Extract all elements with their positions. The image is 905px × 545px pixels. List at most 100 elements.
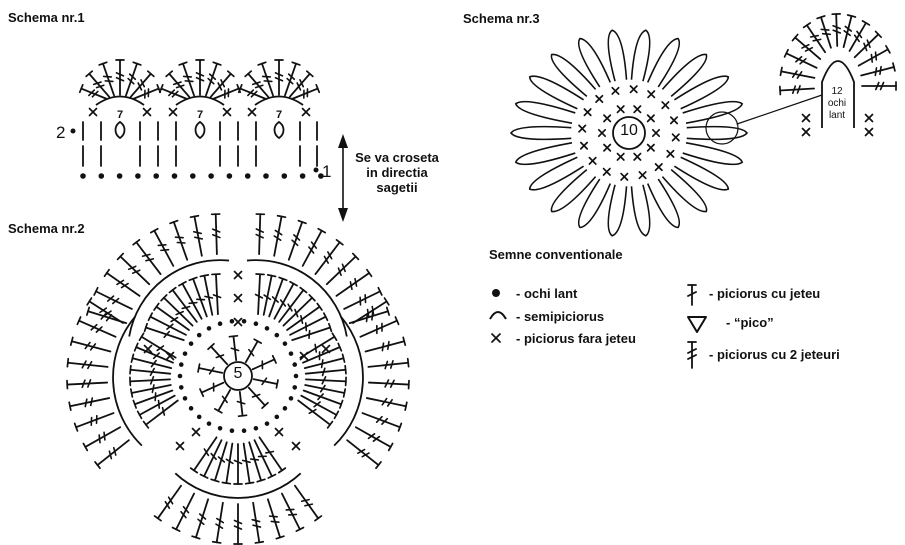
stitch-bar	[874, 51, 878, 61]
stitch-bar	[274, 229, 283, 236]
round2-chain-dot	[188, 341, 194, 346]
stitch-bar	[384, 360, 389, 370]
stitch-bar	[164, 500, 171, 510]
stitch-cap	[333, 410, 340, 420]
stitch-cap	[337, 342, 343, 352]
fan-treble-stitch	[165, 70, 191, 98]
stitch-bar	[172, 81, 182, 86]
fan-treble-stitch	[291, 83, 321, 100]
petal-outer-stitch	[281, 492, 305, 532]
sc-mark	[801, 127, 811, 137]
stitch-post	[268, 277, 284, 318]
stitch-cap	[861, 20, 871, 26]
detail-chain-count: 12	[831, 86, 843, 97]
stitch-post	[779, 87, 815, 92]
stitch-cap	[402, 336, 407, 346]
sc-mark-outer	[578, 124, 587, 133]
stitch-post	[132, 87, 160, 100]
stitch-bar	[820, 28, 830, 31]
foundation-chain-dot	[153, 173, 159, 179]
sc-mark-outer	[588, 156, 597, 165]
stitch-post	[242, 442, 251, 485]
round2-chain-dot	[241, 319, 247, 324]
picot-loop	[273, 120, 285, 140]
foundation-chain-dot	[226, 173, 233, 179]
stitch-post	[367, 381, 410, 386]
round2-chain-dot	[274, 414, 280, 420]
stitch-bar	[157, 399, 161, 409]
sc-stroke	[603, 114, 612, 123]
round2-chain-dot	[229, 319, 235, 324]
legend-label-picot: - “pico”	[726, 315, 774, 330]
petal-outer-stitch	[94, 439, 130, 470]
stitch-post	[299, 335, 336, 359]
foundation-chain-dot	[135, 173, 141, 179]
stitch-post	[145, 399, 179, 426]
stitch-bar	[212, 233, 221, 239]
stitch-post	[215, 273, 219, 316]
stitch-cap	[791, 33, 799, 42]
schema2-diagram	[66, 213, 410, 545]
stitch-bar	[203, 448, 210, 457]
stitch-post	[304, 384, 346, 394]
petal-outer-stitch	[103, 268, 141, 297]
sc-mark	[233, 293, 243, 303]
stitch-bar	[874, 81, 880, 91]
petal-loop	[577, 37, 612, 88]
petal-outer-stitch	[210, 213, 221, 256]
legend-symbols	[489, 284, 707, 369]
petal-loop	[630, 184, 651, 237]
stitch-bar	[170, 316, 179, 323]
stitch-cap	[344, 364, 347, 375]
sc-mark	[88, 107, 98, 117]
sc-mark-outer	[654, 163, 663, 172]
stitch-bar	[99, 307, 108, 314]
stitch-post	[247, 386, 266, 407]
sc-mark	[291, 441, 301, 451]
foundation-chain-dot	[80, 173, 86, 179]
stitch-cap	[199, 388, 205, 398]
stitch-post	[80, 87, 108, 100]
petal-inner-stitch	[168, 286, 198, 323]
sc-stroke	[274, 427, 284, 437]
stitch-post	[138, 394, 176, 416]
stitch-bar	[91, 90, 99, 98]
stitch-post	[133, 389, 174, 406]
detail-fan-stitch	[791, 33, 822, 60]
stitch-post	[848, 22, 867, 52]
stitch-post	[129, 72, 152, 98]
fan-treble-stitch	[98, 61, 115, 97]
row-number-2: 2	[56, 123, 66, 142]
stitch-bar	[291, 239, 299, 247]
round1-stitch	[228, 334, 240, 362]
stitch-bar	[365, 313, 369, 323]
foundation-chain-dot	[299, 173, 306, 179]
fan-treble-stitch	[257, 61, 274, 97]
stitch-post	[193, 436, 218, 472]
sc-mark-inner	[616, 152, 625, 161]
stitch-bar	[381, 397, 388, 406]
stitch-bar	[236, 400, 246, 405]
sc-stroke	[175, 441, 185, 451]
fan-treble-stitch	[78, 83, 108, 100]
picot-loop	[114, 120, 126, 140]
sc-mark	[191, 427, 201, 437]
stitch-bar	[87, 360, 93, 370]
petal-inner-stitch	[273, 280, 298, 320]
petal-outer-stitch	[251, 501, 265, 544]
stitch-bar	[204, 295, 214, 299]
stitch-bar	[300, 315, 304, 325]
foundation-chain-dot	[281, 173, 288, 179]
stitch-bar	[230, 347, 240, 352]
row-end-dot	[313, 167, 319, 173]
stitch-bar	[381, 417, 389, 425]
direction-arrow	[338, 134, 348, 222]
fan-treble-stitch	[178, 61, 195, 97]
sc-stroke	[233, 293, 243, 303]
stitch-bar	[128, 73, 137, 81]
stitch-post	[300, 394, 338, 416]
stitch-bar	[81, 379, 86, 389]
stitch-post	[239, 87, 267, 100]
petal-inner-stitch	[299, 332, 338, 359]
stitch-post	[105, 272, 141, 297]
